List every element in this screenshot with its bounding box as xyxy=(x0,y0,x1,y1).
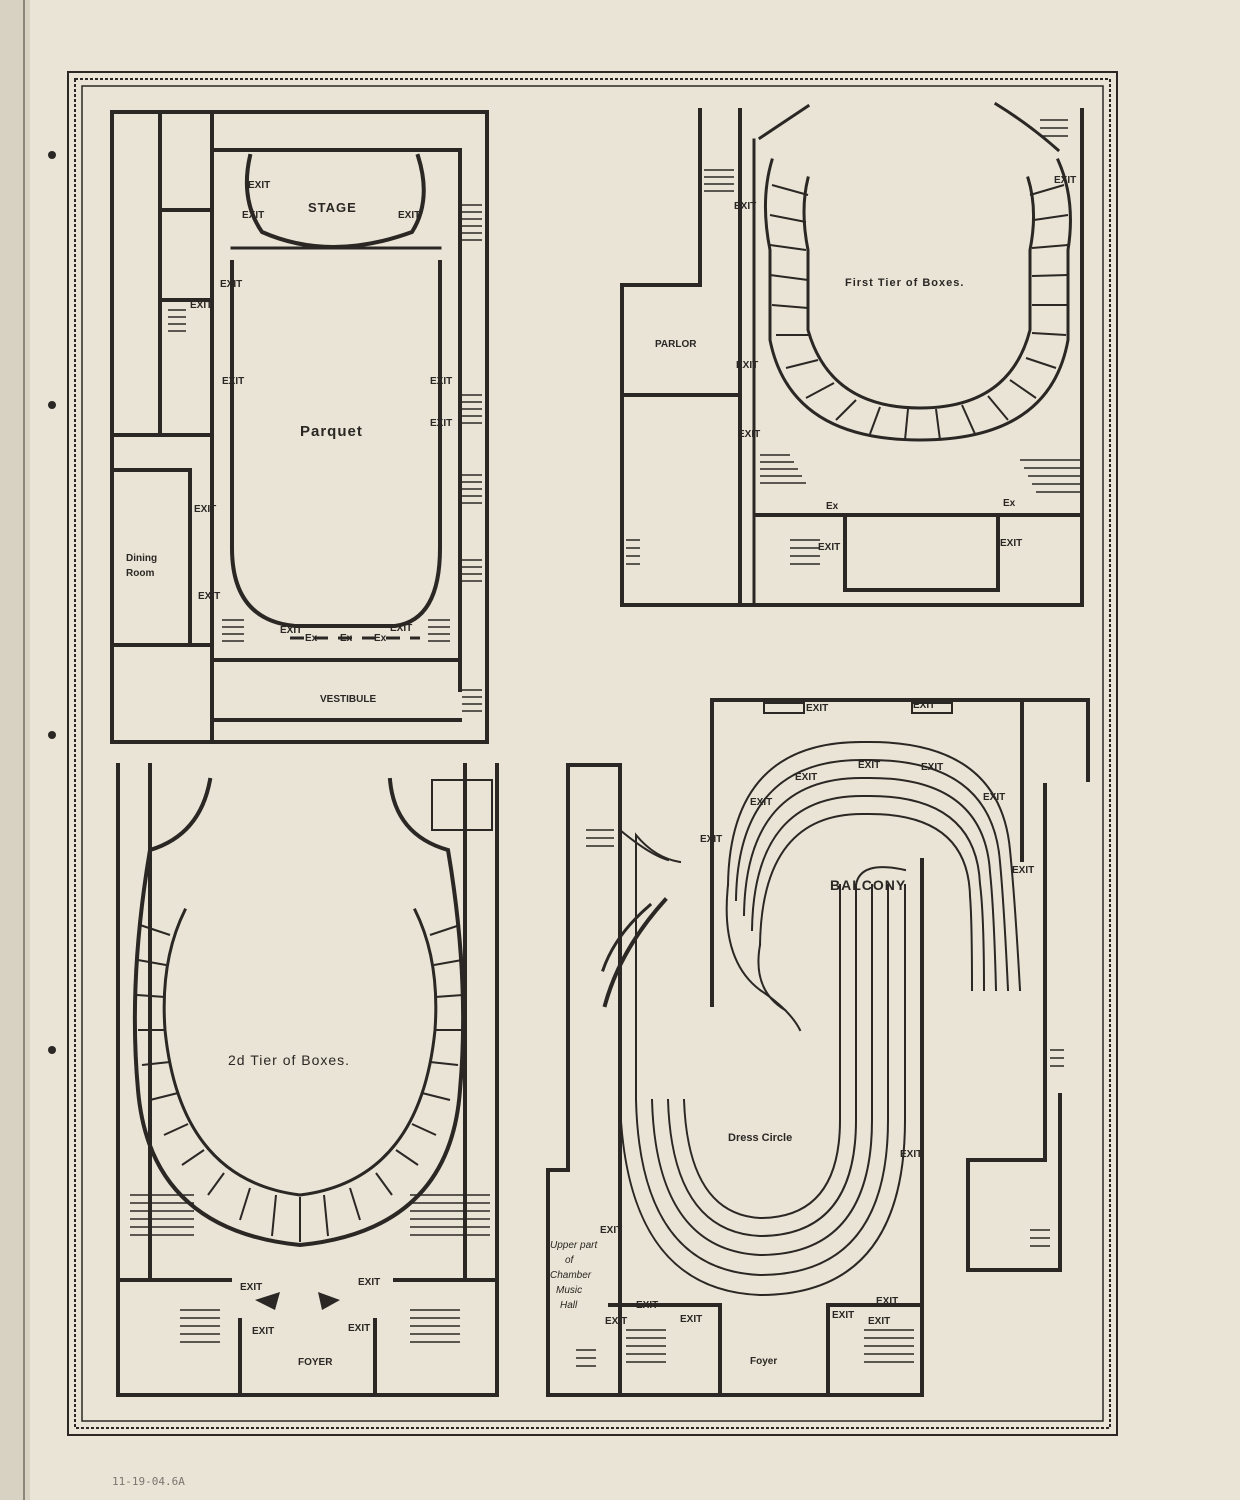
ex-label: Ex xyxy=(1003,498,1016,509)
balcony-title: BALCONY xyxy=(830,877,906,893)
exit-label: EXIT xyxy=(190,300,212,311)
second-tier-title: 2d Tier of Boxes. xyxy=(228,1052,350,1068)
exit-label: EXIT xyxy=(832,1310,854,1321)
exit-label: EXIT xyxy=(983,792,1005,803)
exit-label: EXIT xyxy=(248,180,270,191)
exit-label: EXIT xyxy=(736,360,758,371)
exit-label: EXIT xyxy=(738,429,760,440)
exit-label: EXIT xyxy=(818,542,840,553)
chamber-note-line: Upper part xyxy=(550,1240,598,1251)
parquet-dining-label-2: Room xyxy=(126,568,154,579)
exit-label: EXIT xyxy=(398,210,420,221)
ex-label: Ex xyxy=(340,633,353,644)
exit-label: EXIT xyxy=(1012,865,1034,876)
exit-label: EXIT xyxy=(390,623,412,634)
ex-label: Ex xyxy=(305,633,318,644)
binding-edge xyxy=(0,0,30,1500)
exit-label: EXIT xyxy=(795,772,817,783)
exit-label: EXIT xyxy=(348,1323,370,1334)
exit-label: EXIT xyxy=(220,279,242,290)
exit-label: EXIT xyxy=(222,376,244,387)
exit-label: EXIT xyxy=(240,1282,262,1293)
parquet-stage-label: STAGE xyxy=(308,200,357,215)
exit-label: EXIT xyxy=(605,1316,627,1327)
parquet-vestibule-label: VESTIBULE xyxy=(320,694,376,705)
balcony-exits: EXIT EXIT EXIT EXIT EXIT EXIT EXIT EXIT … xyxy=(600,700,1034,1327)
balcony-foyer-label: Foyer xyxy=(750,1356,777,1367)
exit-label: EXIT xyxy=(242,210,264,221)
exit-label: EXIT xyxy=(636,1300,658,1311)
exit-label: EXIT xyxy=(921,762,943,773)
binding-stitches xyxy=(48,151,56,1054)
exit-label: EXIT xyxy=(806,703,828,714)
exit-label: EXIT xyxy=(358,1277,380,1288)
exit-label: EXIT xyxy=(900,1149,922,1160)
chamber-note-line: Hall xyxy=(560,1300,578,1311)
exit-label: EXIT xyxy=(876,1296,898,1307)
chamber-note-line: of xyxy=(565,1255,575,1266)
exit-label: EXIT xyxy=(198,591,220,602)
exit-label: EXIT xyxy=(1054,175,1076,186)
parquet-title: Parquet xyxy=(300,423,363,440)
first-tier-exits: EXIT EXIT EXIT EXIT EXIT EXIT Ex Ex xyxy=(734,175,1076,553)
second-tier-foyer-label: FOYER xyxy=(298,1357,333,1368)
page-border xyxy=(67,71,1118,1436)
exit-label: EXIT xyxy=(680,1314,702,1325)
parquet-dining-label-1: Dining xyxy=(126,553,157,564)
exit-label: EXIT xyxy=(194,504,216,515)
dress-circle-label: Dress Circle xyxy=(728,1132,792,1144)
chamber-note-line: Chamber xyxy=(550,1270,592,1281)
second-tier-exits: EXIT EXIT EXIT EXIT xyxy=(240,1277,380,1337)
exit-label: EXIT xyxy=(430,376,452,387)
exit-label: EXIT xyxy=(858,760,880,771)
exit-label: EXIT xyxy=(280,625,302,636)
first-tier-parlor-label: PARLOR xyxy=(655,339,697,350)
exit-label: EXIT xyxy=(913,700,935,711)
exit-label: EXIT xyxy=(750,797,772,808)
parquet-plan: STAGE Parquet VESTIBULE Dining Room EXIT… xyxy=(110,110,489,744)
first-tier-title: First Tier of Boxes. xyxy=(845,277,964,289)
chamber-music-note: Upper part of Chamber Music Hall xyxy=(550,1240,598,1311)
exit-label: EXIT xyxy=(600,1225,622,1236)
exit-label: EXIT xyxy=(430,418,452,429)
first-tier-plan: First Tier of Boxes. PARLOR EXIT EXIT EX… xyxy=(620,101,1084,607)
balcony-plan: BALCONY Dress Circle Foyer Upper part of… xyxy=(546,698,1090,1397)
ex-label: Ex xyxy=(374,633,387,644)
exit-label: EXIT xyxy=(734,201,756,212)
archive-note: 11-19-04.6A xyxy=(112,1475,185,1488)
chamber-note-line: Music xyxy=(556,1285,582,1296)
ex-label: Ex xyxy=(826,501,839,512)
exit-label: EXIT xyxy=(700,834,722,845)
second-tier-plan: 2d Tier of Boxes. FOYER EXIT EXIT EXIT E… xyxy=(116,763,499,1397)
exit-label: EXIT xyxy=(252,1326,274,1337)
exit-label: EXIT xyxy=(1000,538,1022,549)
parquet-exits: EXIT EXIT EXIT EXIT EXIT EXIT EXIT EXIT … xyxy=(190,180,452,644)
exit-label: EXIT xyxy=(868,1316,890,1327)
